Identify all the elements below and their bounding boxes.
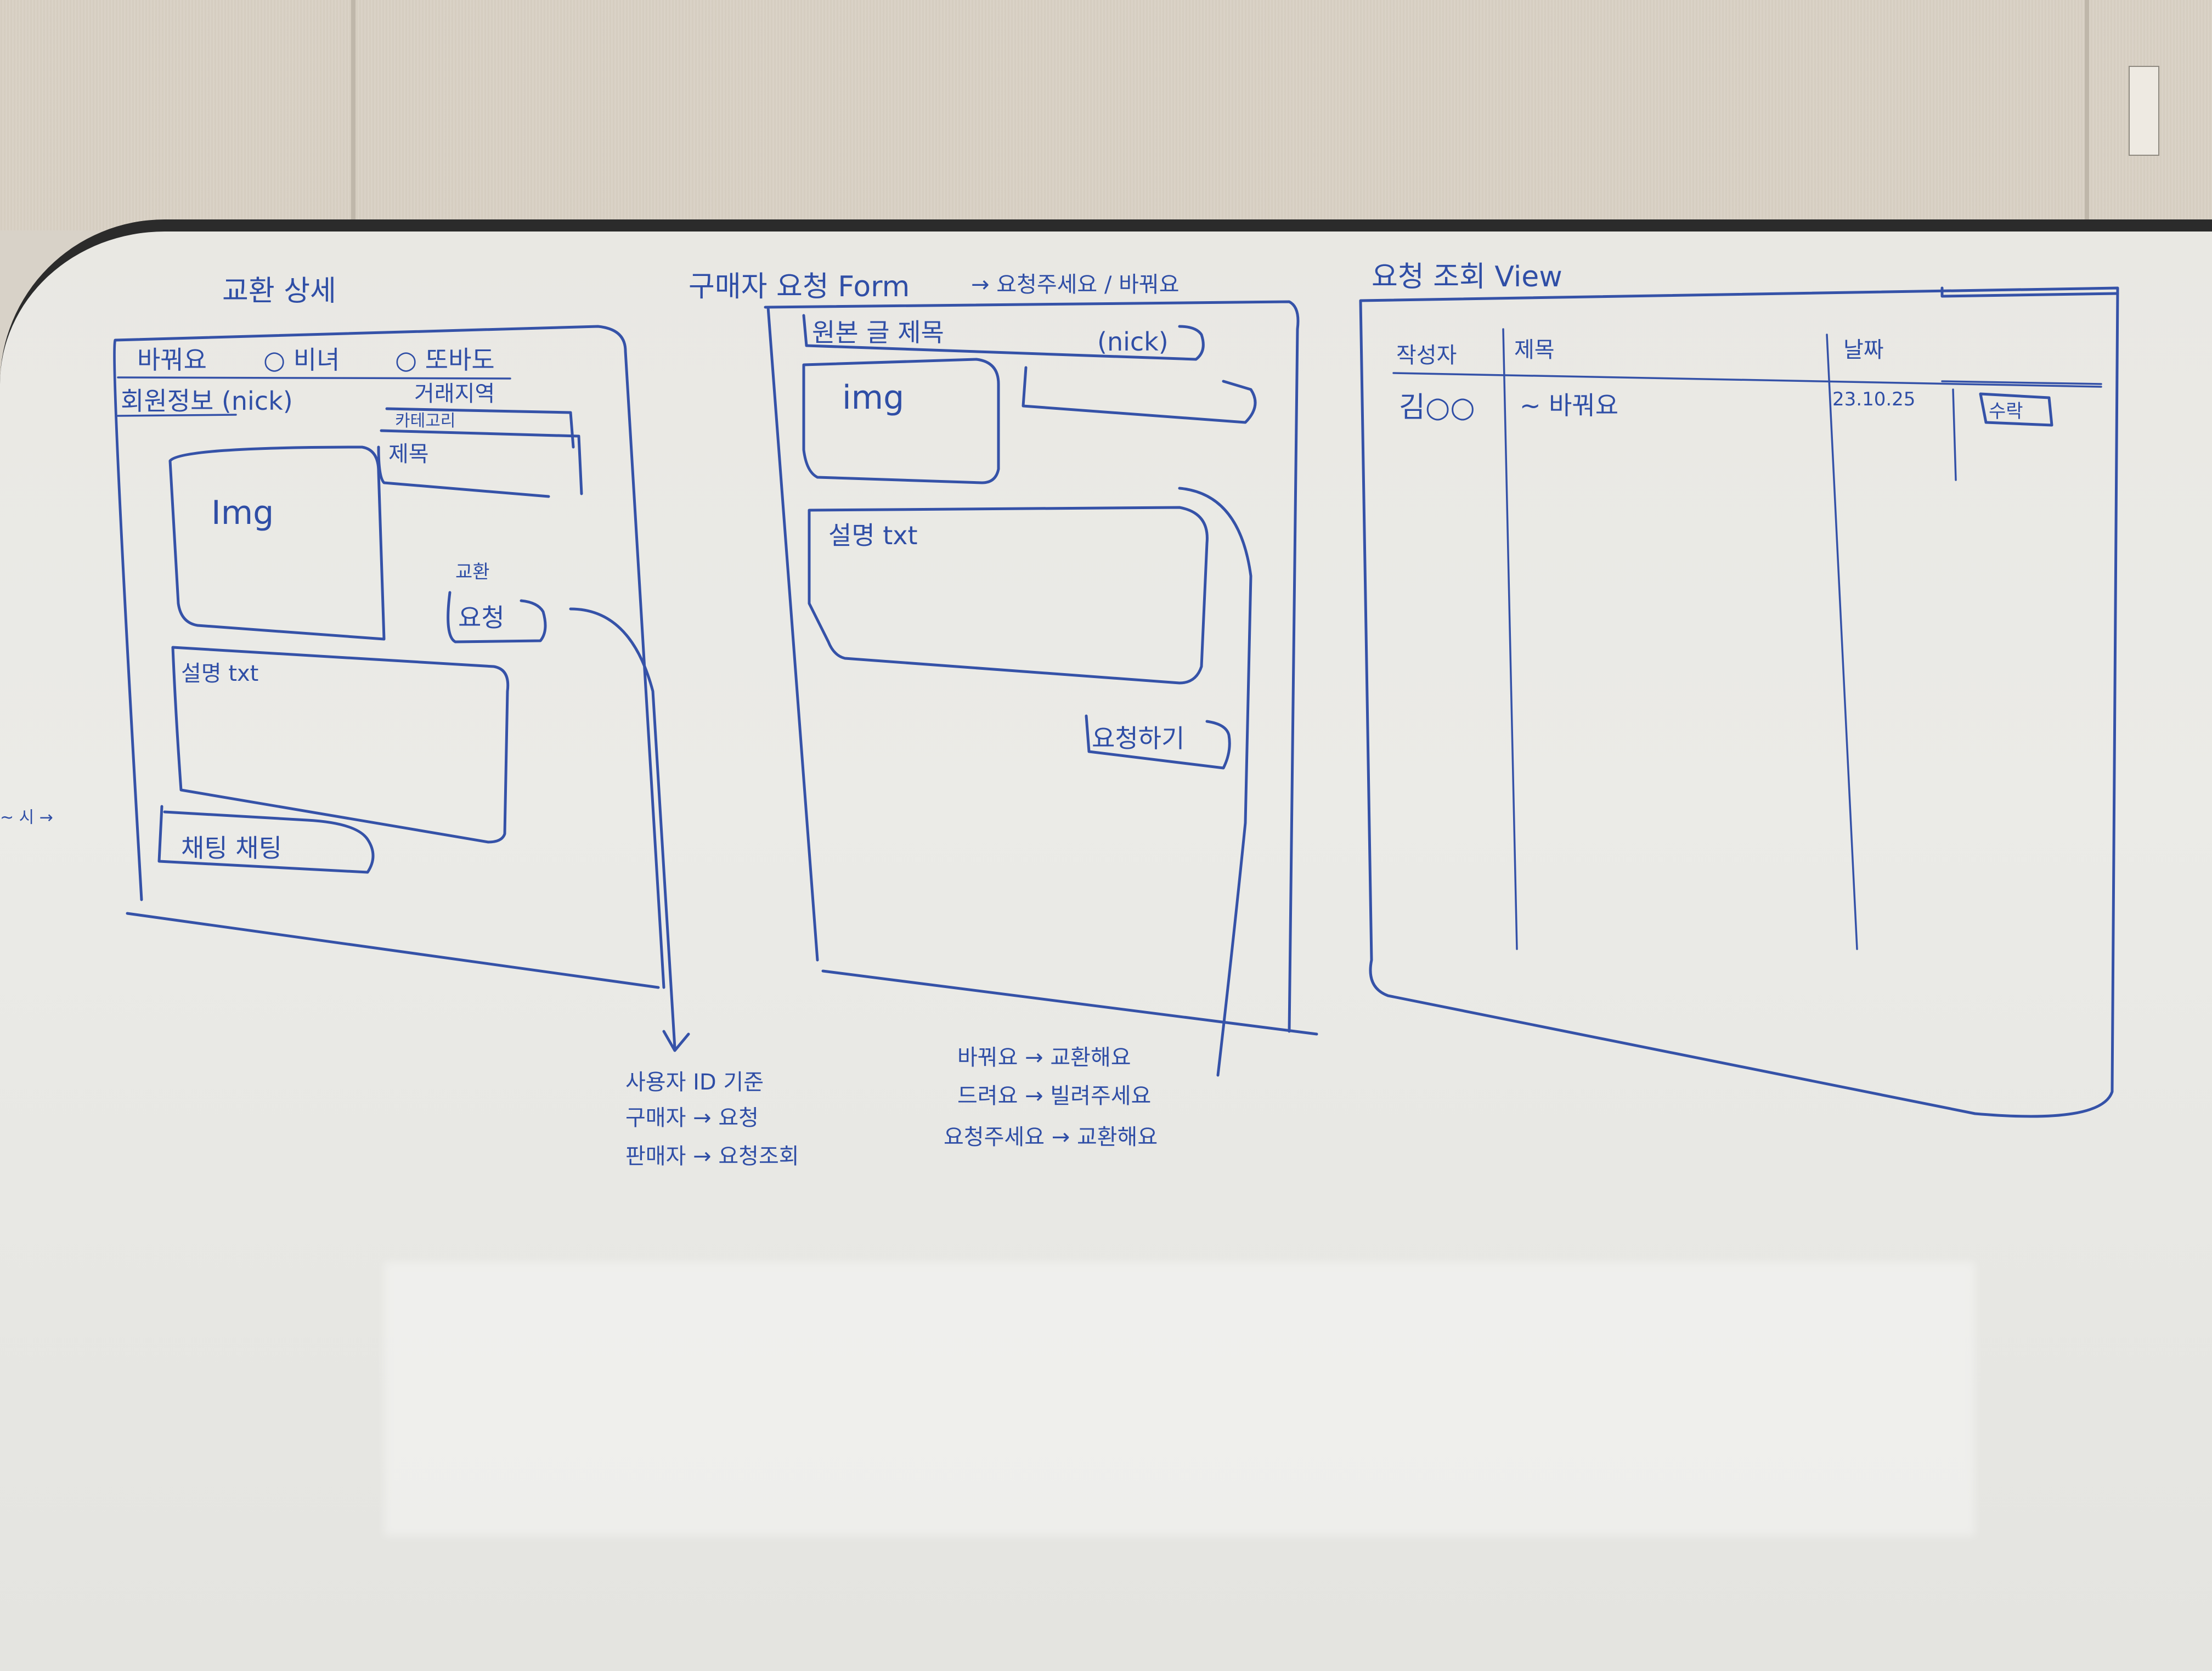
request-button[interactable]: 요청 <box>458 603 505 633</box>
sketch1-header-line <box>117 376 511 417</box>
sketch2-submit-box <box>1085 714 1231 770</box>
left-margin-note: ~ 시 → <box>0 808 53 827</box>
exchange-small-label: 교환 <box>455 561 490 583</box>
nick-label: (nick) <box>1097 327 1169 357</box>
seller-info-label: 회원정보 (nick) <box>121 386 293 416</box>
sketch2-frame <box>764 300 1318 1036</box>
whiteboard <box>0 219 2212 1671</box>
wall-seam <box>2085 0 2089 230</box>
row-author: 김○○ <box>1399 391 1475 424</box>
tab-option-2[interactable]: ○ 비녀 <box>263 345 340 375</box>
sketch2-title-arrow: → 요청주세요 / 바꿔요 <box>971 272 1180 297</box>
sketch3-top-corner <box>1940 286 2119 298</box>
submit-request-button[interactable]: 요청하기 <box>1092 724 1185 753</box>
original-title-label: 원본 글 제목 <box>812 318 944 347</box>
sketch1-request-box <box>447 591 547 643</box>
sketch1-img-placeholder: Img <box>211 494 274 532</box>
sketch3-col-divider <box>1502 328 1957 950</box>
row-date: 23.10.25 <box>1832 388 1916 410</box>
sketch2-side-curve <box>1178 487 1252 1077</box>
sketch3-frame <box>1359 286 2119 1118</box>
sketch1-arrow <box>569 607 690 1052</box>
wall-seam <box>351 0 356 230</box>
sketch2-title: 구매자 요청 Form <box>689 270 910 303</box>
sketch2-desc-box <box>808 506 1209 685</box>
role-note-line-3: 판매자 → 요청조회 <box>625 1144 799 1169</box>
wall-label-tag <box>2129 66 2159 156</box>
sketch1-title: 교환 상세 <box>222 275 336 308</box>
column-date: 날짜 <box>1843 337 1884 363</box>
sketch1-area-box <box>377 407 583 498</box>
sketch1-frame <box>113 325 665 989</box>
sketch1-desc-placeholder: 설명 txt <box>181 661 259 686</box>
accept-button[interactable]: 수락 <box>1989 400 2023 422</box>
chat-button[interactable]: 채팅 채팅 <box>181 833 282 863</box>
sketch1-desc-box <box>171 646 510 844</box>
sketch2-header-box <box>802 314 1205 361</box>
column-title: 제목 <box>1514 337 1555 363</box>
item-title-label: 제목 <box>388 442 429 467</box>
sketch2-desc-placeholder: 설명 txt <box>828 521 918 550</box>
row-title: ~ 바꿔요 <box>1520 391 1619 420</box>
wording-note-line-1: 바꿔요 → 교환해요 <box>957 1045 1131 1070</box>
office-wall <box>0 0 2212 230</box>
wording-note-line-2: 드려요 → 빌려주세요 <box>957 1083 1152 1109</box>
sketch3-title: 요청 조회 View <box>1372 261 1562 293</box>
wording-note-line-3: 요청주세요 → 교환해요 <box>944 1125 1158 1150</box>
light-glare <box>384 1262 1975 1536</box>
trade-area-label: 거래지역 <box>414 381 495 407</box>
sketch2-img-box <box>802 358 1000 484</box>
tab-swap[interactable]: 바꿔요 <box>137 345 207 375</box>
sketch1-img-box <box>168 445 386 641</box>
role-note-line-1: 사용자 ID 기준 <box>625 1070 764 1095</box>
sketch2-side-box <box>1022 366 1257 424</box>
tab-option-3[interactable]: ○ 또바도 <box>395 345 495 375</box>
sketch2-img-placeholder: img <box>842 379 905 417</box>
category-label: 카테고리 <box>395 411 456 431</box>
sketch1-chat-box <box>157 805 375 874</box>
role-note-line-2: 구매자 → 요청 <box>625 1105 759 1131</box>
sketch3-accept-box <box>1979 392 2053 427</box>
sketch3-header-line <box>1392 372 2102 388</box>
column-author: 작성자 <box>1396 343 1457 368</box>
